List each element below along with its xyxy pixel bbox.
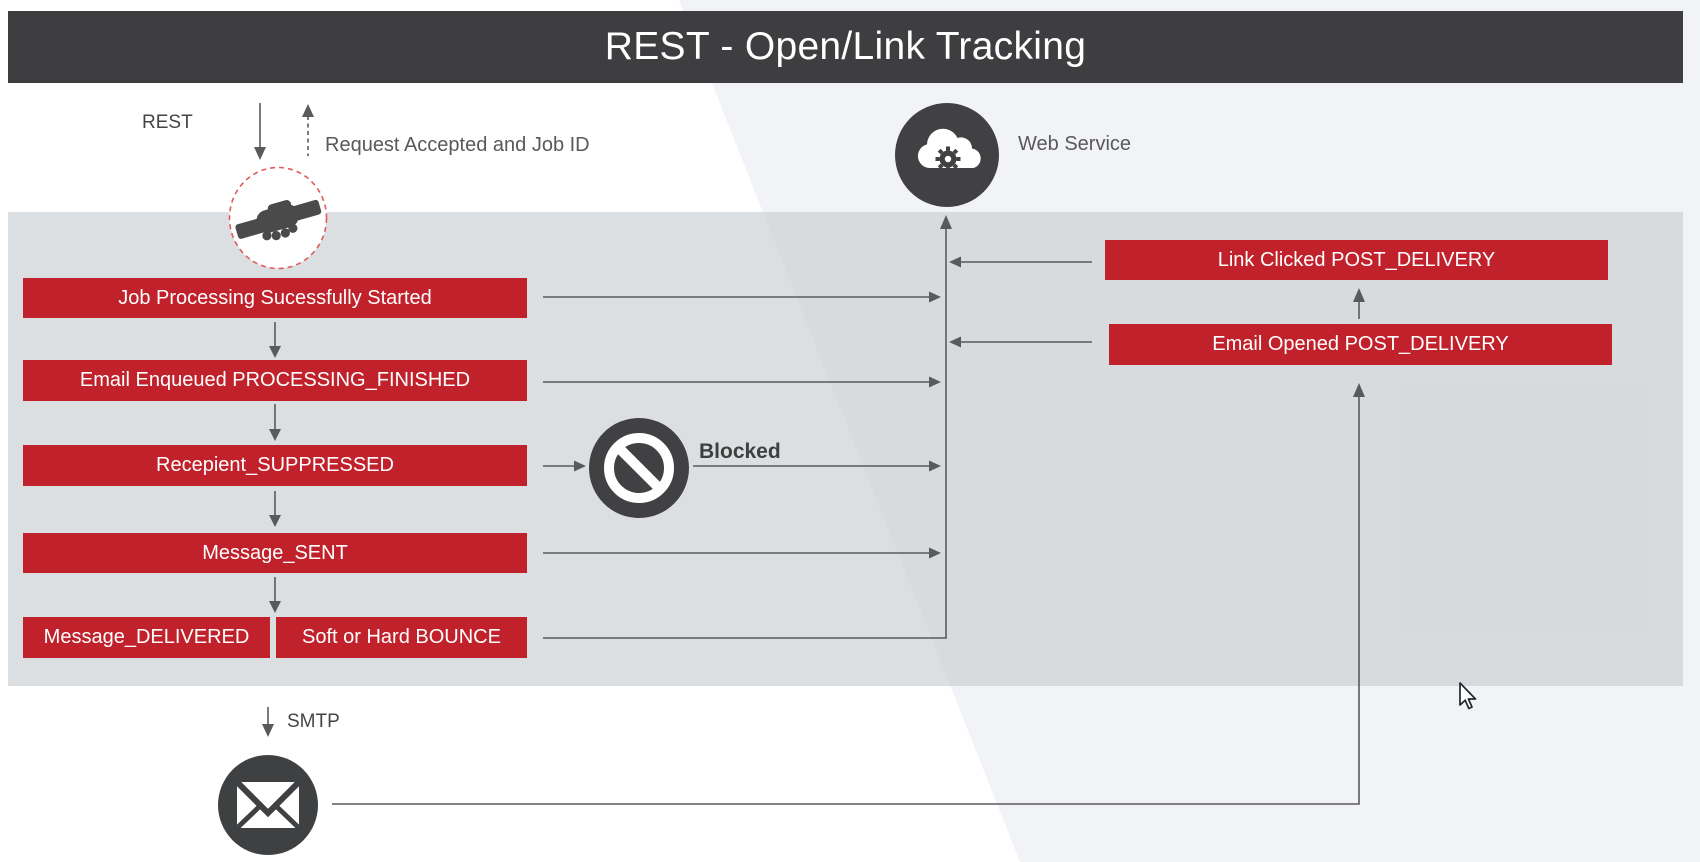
mouse-cursor-icon: [1458, 682, 1482, 717]
event-box-recipient-suppressed: Recepient_SUPPRESSED: [23, 445, 527, 486]
envelope-icon: [216, 753, 320, 862]
web-service-label: Web Service: [1018, 133, 1132, 155]
smtp-label: SMTP: [287, 711, 340, 732]
blocked-label: Blocked: [699, 440, 781, 463]
event-box-label: Message_SENT: [202, 541, 348, 564]
event-box-link-clicked: Link Clicked POST_DELIVERY: [1105, 240, 1608, 280]
event-box-label: Email Opened POST_DELIVERY: [1212, 333, 1509, 355]
page-title: REST - Open/Link Tracking: [604, 25, 1087, 68]
event-box-label: Email Enqueued PROCESSING_FINISHED: [79, 369, 471, 391]
handshake-icon: [228, 166, 328, 275]
event-box-email-opened: Email Opened POST_DELIVERY: [1109, 324, 1612, 365]
event-box-message-delivered: Message_DELIVERED: [23, 617, 270, 658]
event-box-label: Recepient_SUPPRESSED: [156, 454, 394, 476]
request-accepted-label: Request Accepted and Job ID: [325, 134, 590, 156]
cloud-gear-icon: [893, 102, 1001, 213]
event-box-message-sent: Message_SENT: [23, 533, 527, 573]
blocked-sign-icon: [587, 416, 691, 525]
rest-label: REST: [142, 112, 193, 133]
event-box-label: Message_DELIVERED: [43, 626, 250, 648]
event-box-email-enqueued: Email Enqueued PROCESSING_FINISHED: [23, 360, 527, 401]
title-bar: REST - Open/Link Tracking: [8, 11, 1683, 83]
event-box-label: Job Processing Sucessfully Started: [118, 286, 432, 309]
event-box-label: Soft or Hard BOUNCE: [302, 626, 501, 648]
event-box-job-processing: Job Processing Sucessfully Started: [23, 278, 527, 318]
event-box-label: Link Clicked POST_DELIVERY: [1217, 248, 1496, 271]
event-box-bounce: Soft or Hard BOUNCE: [276, 617, 527, 658]
